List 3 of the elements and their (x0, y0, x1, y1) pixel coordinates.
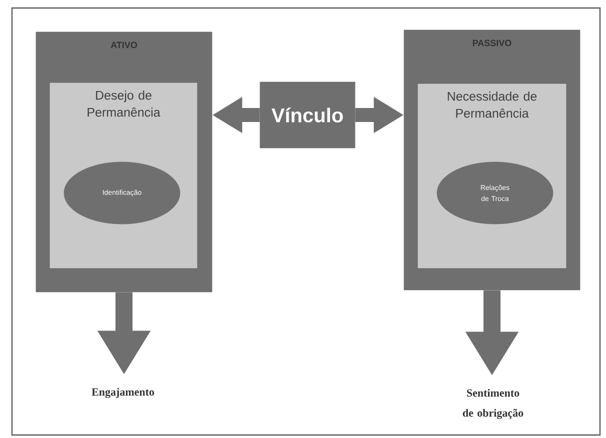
outcome-label: Sentimento de obrigação (462, 388, 524, 420)
link-box: Vínculo (260, 82, 356, 148)
outcome-label: Engajamento (92, 388, 154, 398)
